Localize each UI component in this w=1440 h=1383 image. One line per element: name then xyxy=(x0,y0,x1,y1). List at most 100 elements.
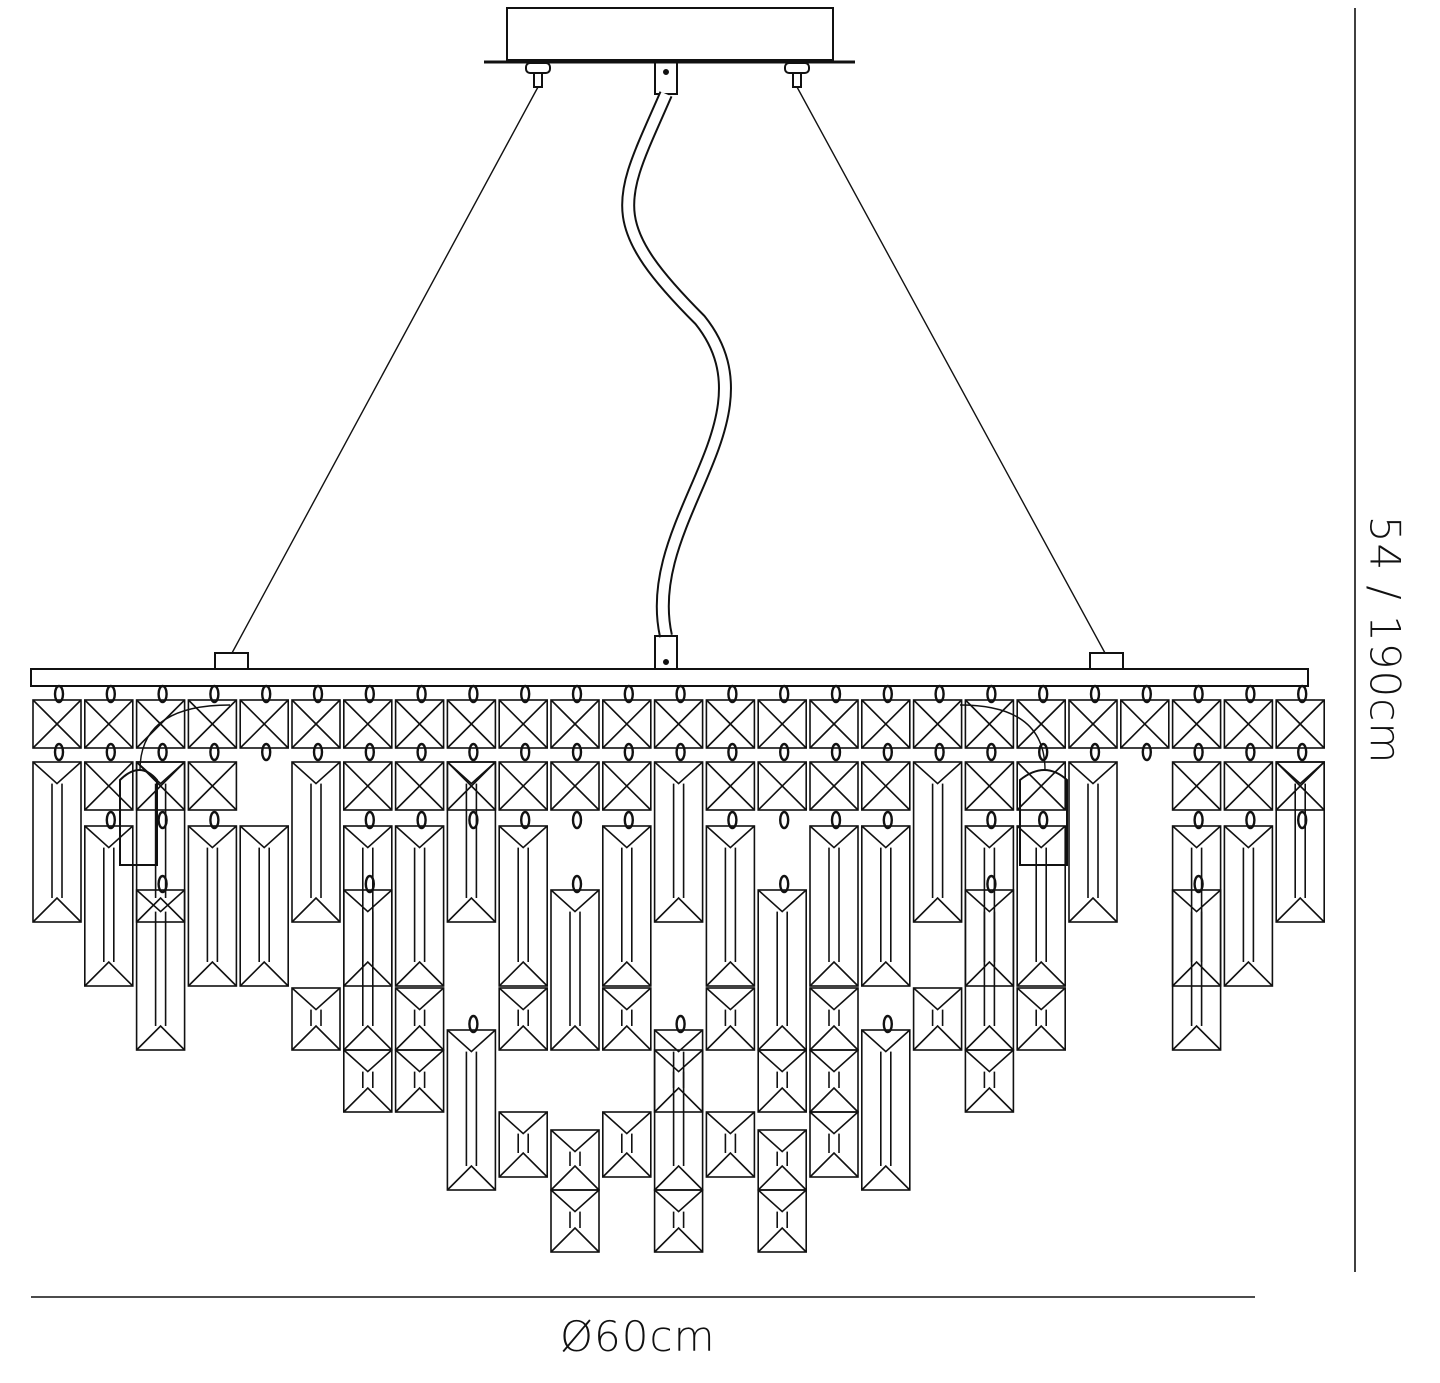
crystal-drop xyxy=(912,761,963,923)
crystal-drop xyxy=(135,761,186,923)
canopy-gripper-stem-left xyxy=(533,72,543,88)
hook-ring xyxy=(830,810,842,830)
frame-bracket-right xyxy=(1089,652,1124,670)
hook-ring xyxy=(157,684,168,704)
crystal-drop xyxy=(601,987,652,1051)
hook-ring xyxy=(468,1014,479,1034)
crystal-drop xyxy=(964,1049,1015,1113)
lamp-holder-right xyxy=(1019,769,1068,866)
crystal-drop xyxy=(757,1189,808,1253)
crystal-square xyxy=(394,761,445,811)
crystal-drop xyxy=(342,825,393,987)
hook-ring xyxy=(105,684,117,704)
hook-ring xyxy=(520,810,531,830)
crystal-square xyxy=(342,699,393,749)
hook-ring xyxy=(1193,742,1204,762)
hook-ring xyxy=(571,810,583,830)
ceiling-canopy xyxy=(506,7,834,61)
crystal-drop xyxy=(964,825,1015,987)
hook-ring xyxy=(986,684,997,704)
hook-ring xyxy=(727,742,738,762)
hook-ring xyxy=(157,874,168,894)
height-dimension-label: 54 / 190cm xyxy=(1360,515,1410,765)
hook-ring xyxy=(1141,742,1153,762)
crystal-drop xyxy=(705,987,756,1051)
width-dimension-label: Ø60cm xyxy=(560,1312,716,1361)
crystal-square xyxy=(550,699,600,749)
hook-ring xyxy=(1193,874,1204,894)
hook-ring xyxy=(261,684,272,704)
hook-ring xyxy=(1089,684,1101,704)
hook-ring xyxy=(986,742,997,762)
hook-ring xyxy=(623,742,634,762)
hook-ring xyxy=(779,742,790,762)
hook-ring xyxy=(934,742,945,762)
crystal-drop xyxy=(1275,761,1325,923)
hook-ring xyxy=(1089,742,1101,762)
crystal-drop xyxy=(653,1049,704,1113)
crystal-drop xyxy=(705,1111,756,1178)
hook-ring xyxy=(209,684,220,704)
power-cable-inner xyxy=(623,92,730,638)
crystal-drop xyxy=(1223,825,1274,987)
lamp-holder-left xyxy=(119,769,158,866)
suspension-wire-left xyxy=(231,86,539,654)
hook-ring xyxy=(312,742,324,762)
hook-ring xyxy=(1193,810,1204,830)
hook-ring xyxy=(364,810,375,830)
crystal-square xyxy=(1068,699,1118,749)
chandelier-structure xyxy=(30,7,1309,866)
hook-ring xyxy=(520,742,531,762)
crystal-square xyxy=(291,699,341,749)
hook-ring xyxy=(1296,684,1308,704)
hook-ring xyxy=(727,684,738,704)
crystal-square xyxy=(809,761,859,811)
crystal-square xyxy=(653,699,704,749)
crystal-drop xyxy=(1016,825,1067,987)
crystal-square xyxy=(601,761,652,811)
crystal-square xyxy=(601,699,652,749)
crystal-square xyxy=(1223,761,1274,811)
crystal-square xyxy=(84,761,134,811)
hook-ring xyxy=(105,810,117,830)
hook-ring xyxy=(1245,810,1256,830)
hook-ring xyxy=(416,684,427,704)
crystal-drop xyxy=(291,761,341,923)
crystal-drop xyxy=(860,825,911,987)
crystal-drops xyxy=(32,684,1325,1253)
crystal-square xyxy=(1016,699,1067,749)
hook-ring xyxy=(209,742,220,762)
crystal-drop xyxy=(1016,987,1067,1051)
crystal-square xyxy=(239,699,289,749)
crystal-drop xyxy=(1171,889,1222,1051)
crystal-square xyxy=(912,699,963,749)
hook-ring xyxy=(157,810,168,830)
crystal-square xyxy=(187,699,238,749)
crystal-square xyxy=(705,699,756,749)
hook-ring xyxy=(261,742,272,762)
screw-icon xyxy=(663,659,669,665)
crystal-drop xyxy=(446,1029,497,1191)
hook-ring xyxy=(571,874,583,894)
hook-ring xyxy=(1141,684,1153,704)
hook-ring xyxy=(882,810,893,830)
hook-ring xyxy=(675,684,686,704)
crystal-drop xyxy=(342,889,393,1051)
crystal-drop xyxy=(912,987,963,1051)
crystal-drop xyxy=(550,1189,600,1253)
hook-ring xyxy=(1296,810,1308,830)
crystal-drop xyxy=(809,1111,859,1178)
hook-ring xyxy=(882,1014,893,1034)
hook-ring xyxy=(779,874,790,894)
internal-wire-right xyxy=(959,704,1046,771)
power-cable-outline xyxy=(621,91,732,638)
hook-ring xyxy=(468,742,479,762)
crystal-square xyxy=(1275,699,1325,749)
hook-ring xyxy=(571,684,583,704)
crystal-square xyxy=(498,699,549,749)
crystal-drop xyxy=(498,987,549,1051)
crystal-square xyxy=(84,699,134,749)
crystal-square xyxy=(32,699,82,749)
crystal-drop xyxy=(705,825,756,987)
hook-ring xyxy=(882,742,893,762)
